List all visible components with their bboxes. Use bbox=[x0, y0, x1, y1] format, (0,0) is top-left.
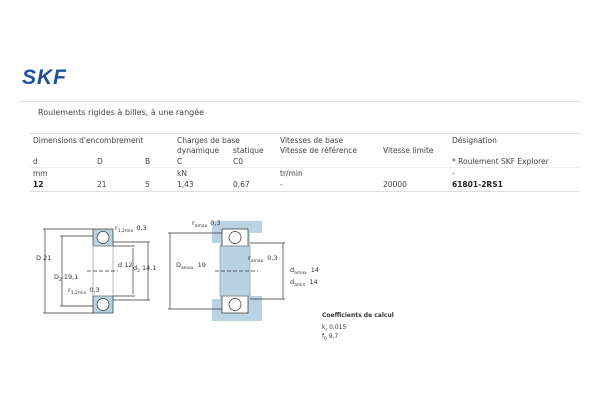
row-B: 5 bbox=[145, 180, 150, 189]
col-explorer: * Roulement SKF Explorer bbox=[452, 157, 549, 166]
unit-speed: tr/min bbox=[280, 169, 303, 178]
coef-title: Coefficients de calcul bbox=[322, 312, 394, 319]
header-vitesses: Vitesses de base bbox=[280, 136, 343, 145]
row-ref: - bbox=[280, 180, 283, 189]
f0-sub: 0 bbox=[324, 336, 327, 342]
divider bbox=[30, 167, 580, 168]
label-d: d 12 bbox=[118, 261, 132, 269]
header-lim: Vitesse limite bbox=[383, 146, 434, 155]
kr-value: 0,015 bbox=[329, 324, 347, 331]
bearing-section-drawing bbox=[43, 228, 150, 314]
row-D: 21 bbox=[97, 180, 107, 189]
skf-logo: SKF bbox=[22, 66, 67, 89]
row-C0: 0,67 bbox=[233, 180, 250, 189]
row-d: 12 bbox=[33, 180, 44, 189]
header-dyn: dynamique bbox=[177, 146, 220, 155]
f0-label: f bbox=[322, 333, 325, 340]
row-C: 1,43 bbox=[177, 180, 194, 189]
table-top-line bbox=[30, 133, 580, 134]
header-dims: Dimensions d'encombrement bbox=[33, 136, 144, 145]
table-bottom-line bbox=[30, 191, 580, 192]
col-C: C bbox=[177, 157, 183, 166]
unit-mm: mm bbox=[33, 169, 48, 178]
page-subtitle: Roulements rigides à billes, à une rangé… bbox=[38, 108, 205, 117]
col-d: d bbox=[33, 157, 38, 166]
divider bbox=[20, 101, 580, 102]
header-designation: Désignation bbox=[452, 136, 497, 145]
coef-kr: kr 0,015 bbox=[322, 324, 346, 332]
col-D: D bbox=[97, 157, 103, 166]
kr-sub: r bbox=[325, 327, 328, 333]
row-designation: 61801-2RS1 bbox=[452, 180, 503, 189]
header-stat: statique bbox=[233, 146, 264, 155]
row-lim: 20000 bbox=[383, 180, 407, 189]
col-C0: C0 bbox=[233, 157, 244, 166]
mounting-drawing bbox=[168, 221, 285, 321]
header-charges: Charges de base bbox=[177, 136, 240, 145]
label-D: D 21 bbox=[36, 254, 51, 262]
col-B: B bbox=[145, 157, 151, 166]
kr-label: k bbox=[322, 324, 326, 331]
f0-value: 9,7 bbox=[328, 333, 339, 340]
coef-f0: f0 9,7 bbox=[322, 333, 338, 341]
unit-des: - bbox=[452, 169, 455, 178]
unit-kn: kN bbox=[177, 169, 187, 178]
header-ref: Vitesse de référence bbox=[280, 146, 357, 155]
